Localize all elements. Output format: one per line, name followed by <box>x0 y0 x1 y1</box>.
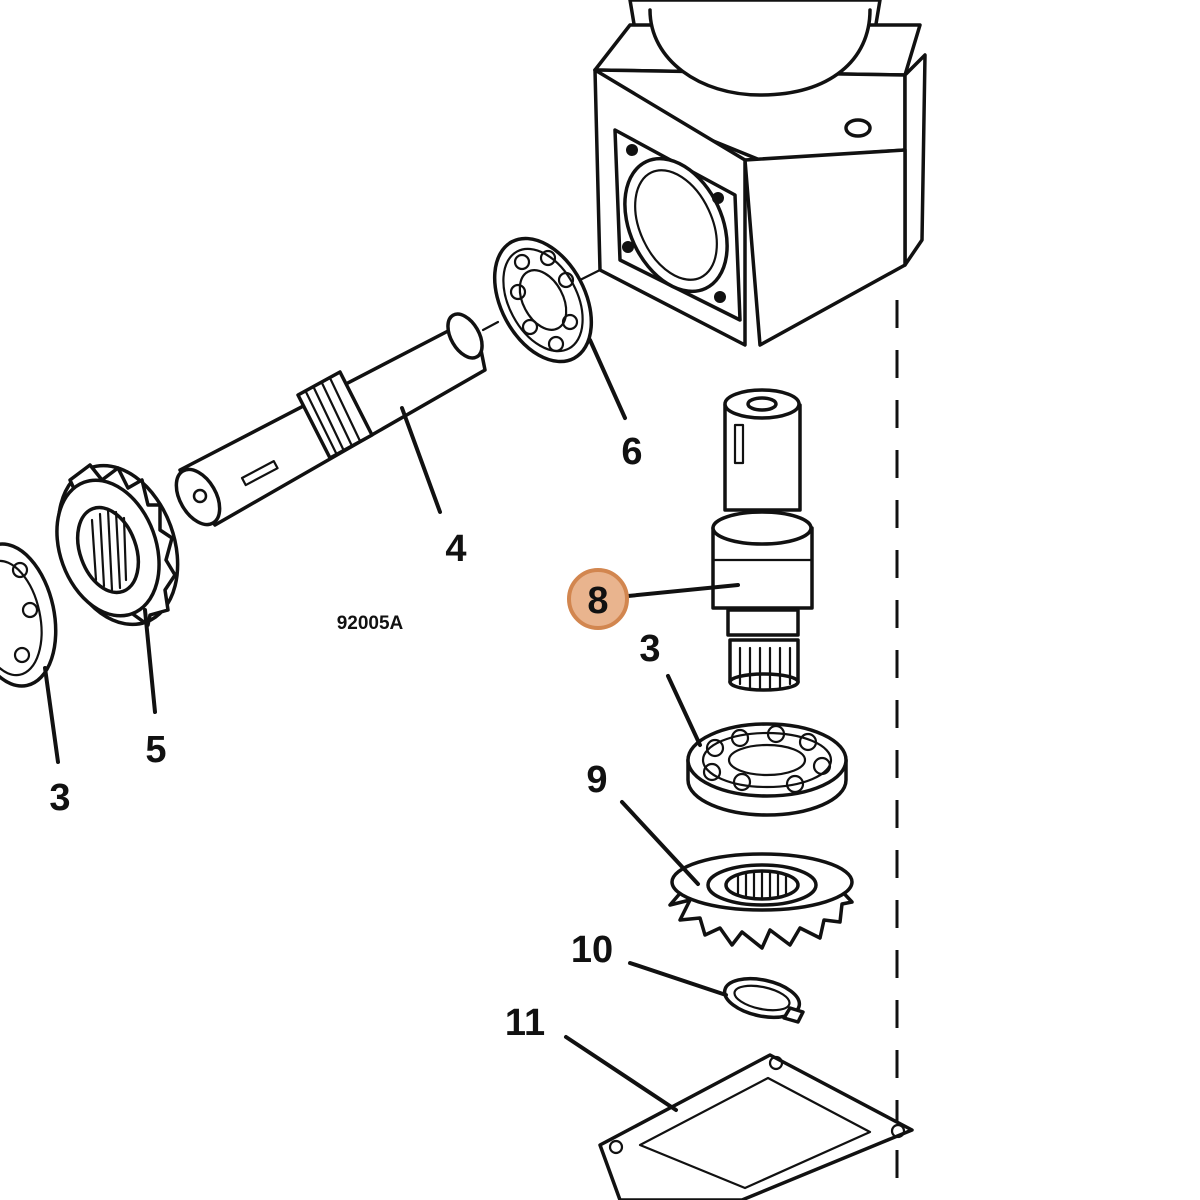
callout-3-left[interactable]: 3 <box>49 777 70 819</box>
gasket-11 <box>598 1053 914 1200</box>
leader-4 <box>400 406 442 514</box>
bearing-3-left <box>0 542 58 688</box>
leader-10 <box>628 961 728 997</box>
leader-11 <box>564 1035 678 1112</box>
snap-ring-10 <box>722 976 805 1024</box>
callout-8-highlight[interactable] <box>567 568 629 630</box>
leader-3-right <box>666 674 702 747</box>
leader-6 <box>588 338 627 420</box>
callout-9[interactable]: 9 <box>586 759 607 801</box>
callout-3-right[interactable]: 3 <box>639 628 660 670</box>
callout-4[interactable]: 4 <box>445 528 466 570</box>
callout-11[interactable]: 11 <box>505 1002 545 1044</box>
bearing-3-right <box>686 722 848 817</box>
leader-5 <box>143 608 157 714</box>
leader-9 <box>620 800 700 886</box>
pinion-shaft-8 <box>711 388 814 692</box>
callout-6[interactable]: 6 <box>621 431 642 473</box>
leader-3-left <box>43 666 60 764</box>
figure-reference-code: 92005A <box>337 613 404 634</box>
bevel-gear-9 <box>668 852 854 950</box>
bevel-gear-5 <box>55 463 180 627</box>
bearing-6 <box>492 236 594 364</box>
callout-5[interactable]: 5 <box>145 729 166 771</box>
callout-8[interactable]: 8 <box>587 580 608 622</box>
leader-8 <box>626 583 740 598</box>
gearbox-housing <box>578 0 927 347</box>
callout-10[interactable]: 10 <box>571 929 613 971</box>
shaft-4 <box>174 312 487 527</box>
